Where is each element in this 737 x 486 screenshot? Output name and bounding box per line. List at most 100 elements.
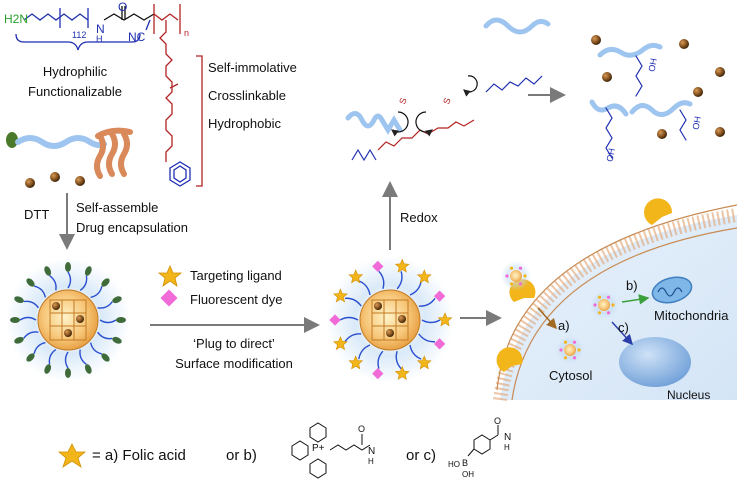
dtt-label: DTT <box>24 207 50 222</box>
structure-c <box>467 425 499 457</box>
mini-ligand <box>518 282 523 286</box>
fluorescent-dye-label: Fluorescent dye <box>190 292 283 307</box>
cell <box>493 198 737 401</box>
peg-end-group <box>84 364 92 374</box>
corona-chain <box>23 331 39 339</box>
hydrophobic-block-1 <box>94 133 106 179</box>
legend-o-c: O <box>494 416 502 426</box>
mini-ligand <box>559 348 563 352</box>
redox-label: Redox <box>400 210 438 225</box>
mini-ligand <box>518 266 523 270</box>
dye-marker <box>329 314 341 326</box>
corona-chain <box>97 331 113 340</box>
corona-chain <box>23 300 39 309</box>
corona-chain <box>99 319 117 324</box>
backbone-chain <box>103 13 155 21</box>
drug-dot <box>715 127 725 137</box>
dye-marker <box>433 290 446 302</box>
legend-nh-b: N <box>368 446 376 457</box>
peg-subscript: 112 <box>72 30 87 40</box>
corona-chain <box>377 350 384 369</box>
peg-end-group <box>10 317 20 323</box>
linker-chain <box>635 55 643 97</box>
ligand-star <box>394 365 410 380</box>
ligand-star <box>333 336 348 351</box>
drug-dot <box>591 35 601 45</box>
peg-end-group <box>44 364 52 374</box>
mini-ligand <box>606 311 611 315</box>
drug-dot <box>657 129 667 139</box>
legend-or-c: or c) <box>406 447 436 464</box>
mini-ligand <box>593 303 597 307</box>
legend-diamond <box>160 289 178 307</box>
amide-bond <box>489 434 499 441</box>
legend-h-c: H <box>504 443 510 452</box>
corona-chain <box>396 271 403 290</box>
corona-chain <box>67 271 72 289</box>
peg-end-group <box>26 278 35 287</box>
corona-chain <box>64 351 69 369</box>
surface-modification-label: Surface modification <box>175 356 293 371</box>
cn-bond <box>145 19 151 31</box>
drug-dot <box>52 302 60 310</box>
corona-chain <box>358 344 371 360</box>
hydrophilic-brace <box>15 33 141 51</box>
drug-dot <box>398 315 406 323</box>
np-core <box>359 289 421 351</box>
corona-chain <box>89 342 103 355</box>
polymer-structure <box>15 4 203 187</box>
peg-end-group <box>65 368 71 378</box>
carbonyl-o: O <box>118 0 128 14</box>
hydrophilic-label: Hydrophilic <box>42 64 108 79</box>
peg-end-group <box>65 262 71 272</box>
legend-nh-c: N <box>504 432 512 443</box>
nh-label: N <box>96 22 105 36</box>
mitochondria-cristae <box>657 287 683 297</box>
phenyl-ring <box>309 458 327 479</box>
chain-fragment <box>345 111 403 135</box>
drug-encapsulation-label: Drug encapsulation <box>76 220 189 235</box>
drug-dot <box>679 39 689 49</box>
peg-block <box>15 135 107 149</box>
mini-ligand <box>509 266 514 270</box>
nh2-label: H2N <box>4 12 29 26</box>
cytosol-label: Cytosol <box>549 368 593 383</box>
nh-h-label: H <box>96 34 103 44</box>
mini-ligand <box>523 274 527 278</box>
cn-label: NC <box>128 30 146 44</box>
np-core <box>37 289 99 351</box>
mitochondria-label: Mitochondria <box>654 308 729 323</box>
nanoparticle-left <box>6 258 130 382</box>
mini-ligand <box>563 356 568 360</box>
electron-arrow <box>391 111 409 137</box>
nanoparticle-right <box>326 256 454 384</box>
receptor <box>644 198 673 225</box>
hydrophobic-block-3 <box>118 131 130 177</box>
legend-folic-acid: = a) Folic acid <box>92 447 186 464</box>
legend-p-plus: P+ <box>312 443 325 454</box>
electron-arrow <box>415 111 433 137</box>
hydrophobic-label: Hydrophobic <box>208 116 281 131</box>
end-group-dot <box>6 132 18 148</box>
mini-ligand <box>577 348 581 352</box>
cell-np-core <box>598 299 610 311</box>
mini-ligand <box>597 311 602 315</box>
fragment <box>597 42 663 58</box>
peg-end-group <box>44 266 52 276</box>
drug-dot <box>386 329 394 337</box>
mini-ligand <box>611 303 615 307</box>
corona-chain <box>418 333 436 343</box>
crosslinkable-label: Crosslinkable <box>208 88 287 103</box>
hydrophobic-block-top <box>95 127 133 139</box>
mitochondria-organelle <box>651 276 693 304</box>
cell-np-core <box>564 344 576 356</box>
corona-chain <box>358 280 371 296</box>
np-grid <box>49 299 87 341</box>
pathway-c-label: c) <box>618 320 629 335</box>
drug-dot <box>715 67 725 77</box>
boron-bond <box>467 448 475 457</box>
peg-end-group <box>112 296 122 304</box>
receptor <box>496 347 523 372</box>
mini-ligand <box>505 274 509 278</box>
